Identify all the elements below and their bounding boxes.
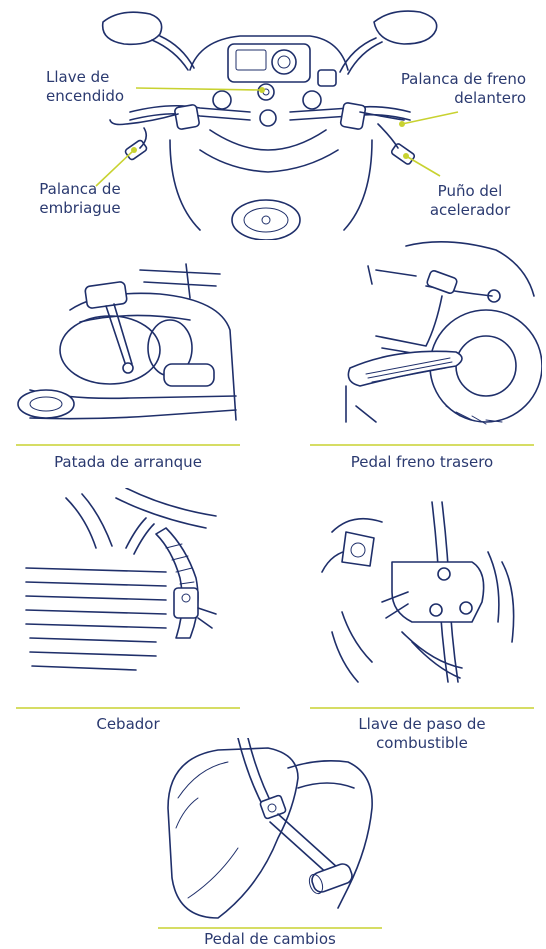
fuel-valve-caption-line2: combustible [376, 734, 468, 752]
handlebar-illustration [95, 10, 459, 240]
kick-start-caption: Patada de arranque [54, 453, 202, 471]
front-brake-lever-label-line1: Palanca de freno [400, 70, 526, 88]
gear-shift-pedal-illustration [167, 738, 373, 919]
choke-caption: Cebador [96, 715, 160, 733]
gear-shift-pedal-caption: Pedal de cambios [204, 930, 336, 948]
gear-shift-rule [158, 927, 382, 929]
fuel-valve-caption: Llave de paso de combustible [310, 715, 534, 753]
clutch-lever-label-line2: embriague [39, 199, 121, 217]
clutch-lever-label-line1: Palanca de [39, 180, 121, 198]
kick-start-rule [16, 444, 240, 446]
front-brake-lever-label: Palanca de freno delantero [396, 70, 526, 108]
throttle-grip-label: Puño del acelerador [420, 182, 520, 220]
fuel-valve-caption-line1: Llave de paso de [358, 715, 486, 733]
ignition-key-label-line2: encendido [46, 87, 125, 105]
throttle-grip-label-line2: acelerador [429, 201, 511, 219]
front-brake-lever-label-line2: delantero [454, 89, 526, 107]
fuel-valve-rule [310, 707, 534, 709]
ignition-key-label: Llave de encendido [46, 68, 124, 106]
choke-illustration [25, 488, 217, 671]
rear-brake-pedal-illustration [345, 241, 542, 425]
ignition-key-label-line1: Llave de [46, 68, 110, 86]
rear-brake-pedal-caption: Pedal freno trasero [350, 453, 494, 471]
kick-start-illustration [17, 263, 237, 421]
throttle-grip-label-line1: Puño del [437, 182, 503, 200]
rear-brake-rule [310, 444, 534, 446]
fuel-valve-illustration [321, 501, 515, 683]
clutch-lever-label: Palanca de embriague [30, 180, 130, 218]
choke-rule [16, 707, 240, 709]
